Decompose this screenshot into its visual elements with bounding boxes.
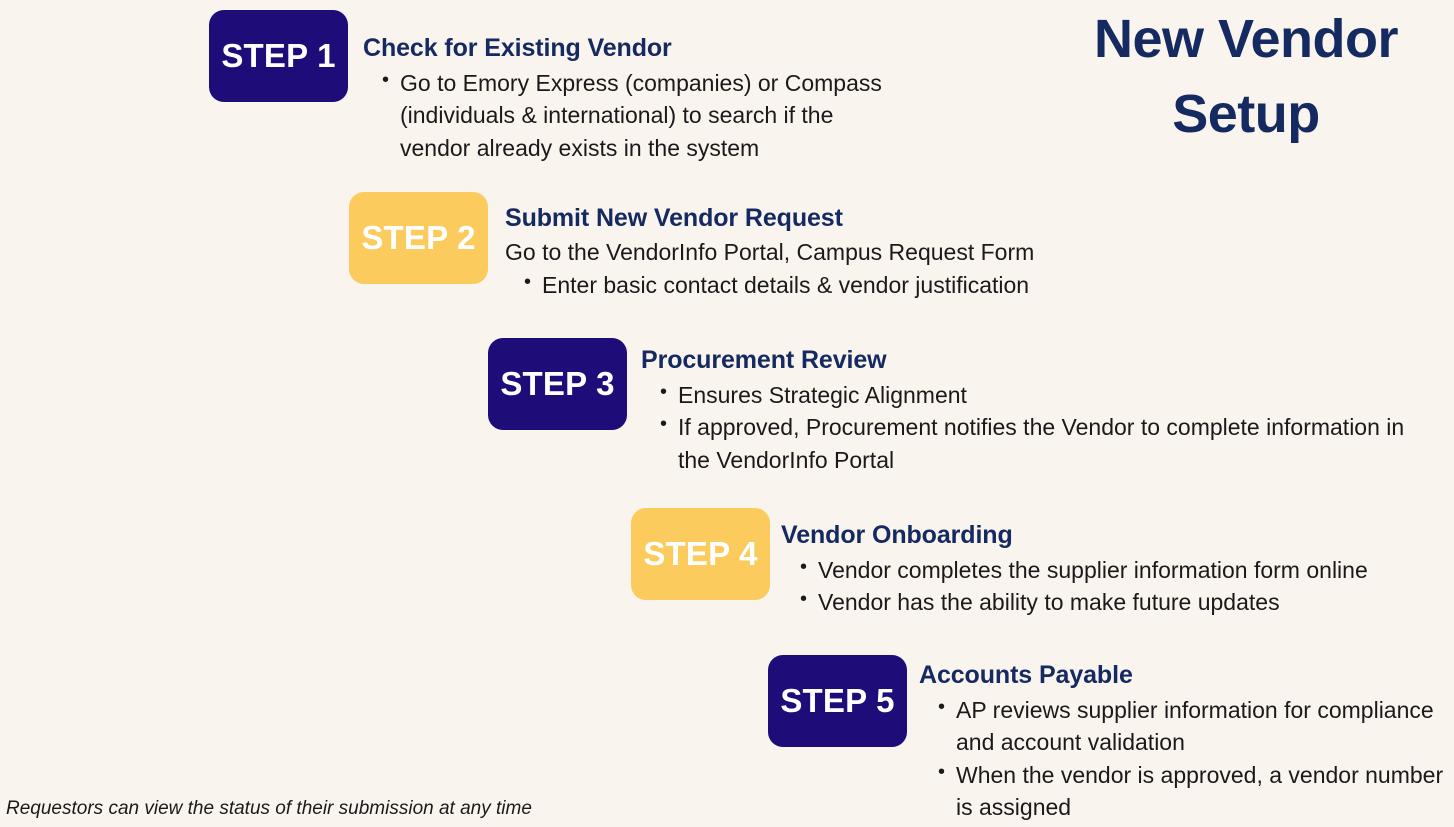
step-3-body: Procurement Review Ensures Strategic Ali… (641, 345, 1426, 476)
step-3-heading: Procurement Review (641, 346, 887, 374)
step-2-body: Submit New Vendor Request Go to the Vend… (505, 203, 1105, 301)
list-item: Enter basic contact details & vendor jus… (524, 268, 1105, 301)
step-5-badge-label: STEP 5 (780, 682, 895, 719)
step-4-body: Vendor Onboarding Vendor completes the s… (781, 520, 1421, 619)
step-5-badge: STEP 5 (768, 655, 907, 747)
step-1-badge: STEP 1 (209, 10, 348, 102)
step-2-badge-label: STEP 2 (361, 219, 476, 256)
step-1-body: Check for Existing Vendor Go to Emory Ex… (363, 33, 893, 164)
step-2-badge: STEP 2 (349, 192, 488, 284)
step-5-bullet-list: AP reviews supplier information for comp… (919, 693, 1454, 823)
step-4-badge: STEP 4 (631, 508, 770, 600)
list-item: If approved, Procurement notifies the Ve… (660, 410, 1426, 475)
step-1-bullet-list: Go to Emory Express (companies) or Compa… (363, 66, 893, 164)
step-4-badge-label: STEP 4 (643, 535, 758, 572)
list-item: Vendor completes the supplier informatio… (800, 553, 1421, 586)
step-3-bullet-list: Ensures Strategic Alignment If approved,… (641, 378, 1426, 476)
list-item: AP reviews supplier information for comp… (938, 693, 1454, 758)
footer-note: Requestors can view the status of their … (6, 798, 532, 819)
list-item: When the vendor is approved, a vendor nu… (938, 758, 1454, 823)
step-3-badge-label: STEP 3 (500, 365, 615, 402)
list-item: Ensures Strategic Alignment (660, 378, 1426, 411)
step-5-body: Accounts Payable AP reviews supplier inf… (919, 660, 1454, 823)
step-1-badge-label: STEP 1 (221, 37, 336, 74)
page-title: New Vendor Setup (1093, 9, 1399, 144)
list-item: Vendor has the ability to make future up… (800, 585, 1421, 618)
step-4-heading: Vendor Onboarding (781, 521, 1013, 549)
step-3-badge: STEP 3 (488, 338, 627, 430)
step-1-heading: Check for Existing Vendor (363, 34, 672, 62)
step-2-intro-line: Go to the VendorInfo Portal, Campus Requ… (505, 239, 1035, 266)
step-2-heading: Submit New Vendor Request (505, 204, 843, 232)
step-5-heading: Accounts Payable (919, 661, 1133, 689)
step-2-bullet-list: Enter basic contact details & vendor jus… (505, 268, 1105, 301)
list-item: Go to Emory Express (companies) or Compa… (382, 66, 893, 164)
step-4-bullet-list: Vendor completes the supplier informatio… (781, 553, 1421, 618)
